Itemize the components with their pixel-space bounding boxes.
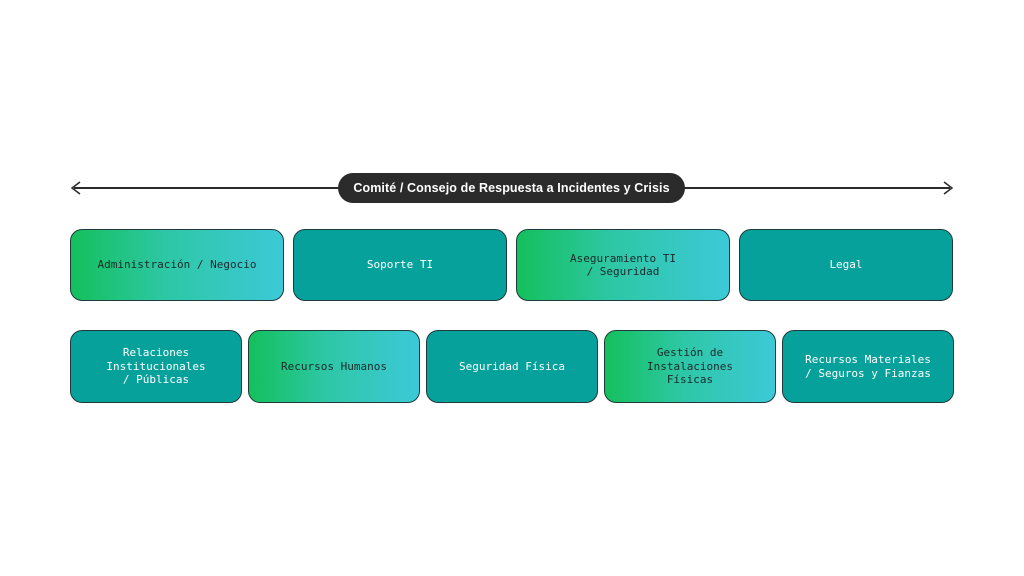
box-gestion-instalaciones: Gestión de Instalaciones Físicas [604,330,776,403]
box-aseguramiento-ti: Aseguramiento TI / Seguridad [516,229,730,301]
box-seguridad-fisica: Seguridad Física [426,330,598,403]
box-recursos-materiales: Recursos Materiales / Seguros y Fianzas [782,330,954,403]
box-recursos-humanos: Recursos Humanos [248,330,420,403]
box-legal: Legal [739,229,953,301]
box-relaciones-institucionales: Relaciones Institucionales / Públicas [70,330,242,403]
arrow-right-icon [943,181,954,195]
box-soporte-ti: Soporte TI [293,229,507,301]
committee-title: Comité / Consejo de Respuesta a Incident… [338,173,685,203]
arrow-left-icon [70,181,81,195]
box-administracion-negocio: Administración / Negocio [70,229,284,301]
